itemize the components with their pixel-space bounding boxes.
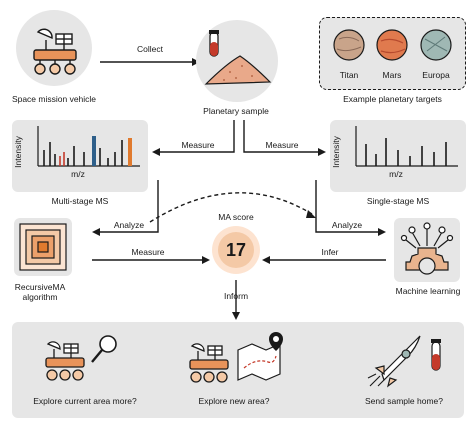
measure-center-label: Measure bbox=[131, 247, 165, 257]
inform-label: Inform bbox=[223, 291, 249, 301]
gear-network-icon bbox=[400, 222, 454, 275]
vehicle-label: Space mission vehicle bbox=[11, 94, 97, 104]
multistage-label: Multi-stage MS bbox=[51, 196, 109, 206]
ma-score-title: MA score bbox=[218, 212, 254, 222]
ma-score-inner bbox=[218, 232, 254, 268]
recursive-squares-icon bbox=[19, 223, 67, 271]
rover-map-icon bbox=[189, 332, 283, 383]
measure-right-label: Measure bbox=[265, 140, 299, 150]
collect-label: Collect bbox=[137, 44, 163, 54]
infer-label: Infer bbox=[321, 247, 339, 257]
target-titan: Titan bbox=[339, 70, 359, 80]
singlestage-x-axis-label: m/z bbox=[389, 169, 403, 179]
recursive-label: RecursiveMA algorithm bbox=[14, 282, 66, 302]
singlestage-spectrum bbox=[355, 126, 458, 167]
multistage-spectrum bbox=[37, 126, 140, 167]
rocket-vial-icon bbox=[367, 335, 441, 388]
planet-icons bbox=[333, 29, 452, 61]
ml-label: Machine learning bbox=[395, 286, 461, 296]
singlestage-label: Single-stage MS bbox=[366, 196, 430, 206]
rover-magnifier-icon bbox=[45, 335, 117, 381]
multistage-panel bbox=[12, 120, 148, 192]
decision-explore-current: Explore current area more? bbox=[33, 396, 137, 406]
target-europa: Europa bbox=[422, 70, 450, 80]
decision-explore-new: Explore new area? bbox=[198, 396, 270, 406]
analyze-left-label: Analyze bbox=[113, 220, 145, 230]
analyze-right-label: Analyze bbox=[331, 220, 363, 230]
sample-pile-icon bbox=[204, 30, 272, 85]
sample-label: Planetary sample bbox=[203, 106, 269, 116]
ma-score-value: 17 bbox=[225, 240, 247, 260]
targets-caption: Example planetary targets bbox=[343, 94, 442, 104]
target-mars: Mars bbox=[382, 70, 402, 80]
decision-send-home: Send sample home? bbox=[365, 396, 443, 406]
measure-left-label: Measure bbox=[181, 140, 215, 150]
multistage-x-axis-label: m/z bbox=[71, 169, 85, 179]
rover-icon bbox=[33, 28, 77, 75]
